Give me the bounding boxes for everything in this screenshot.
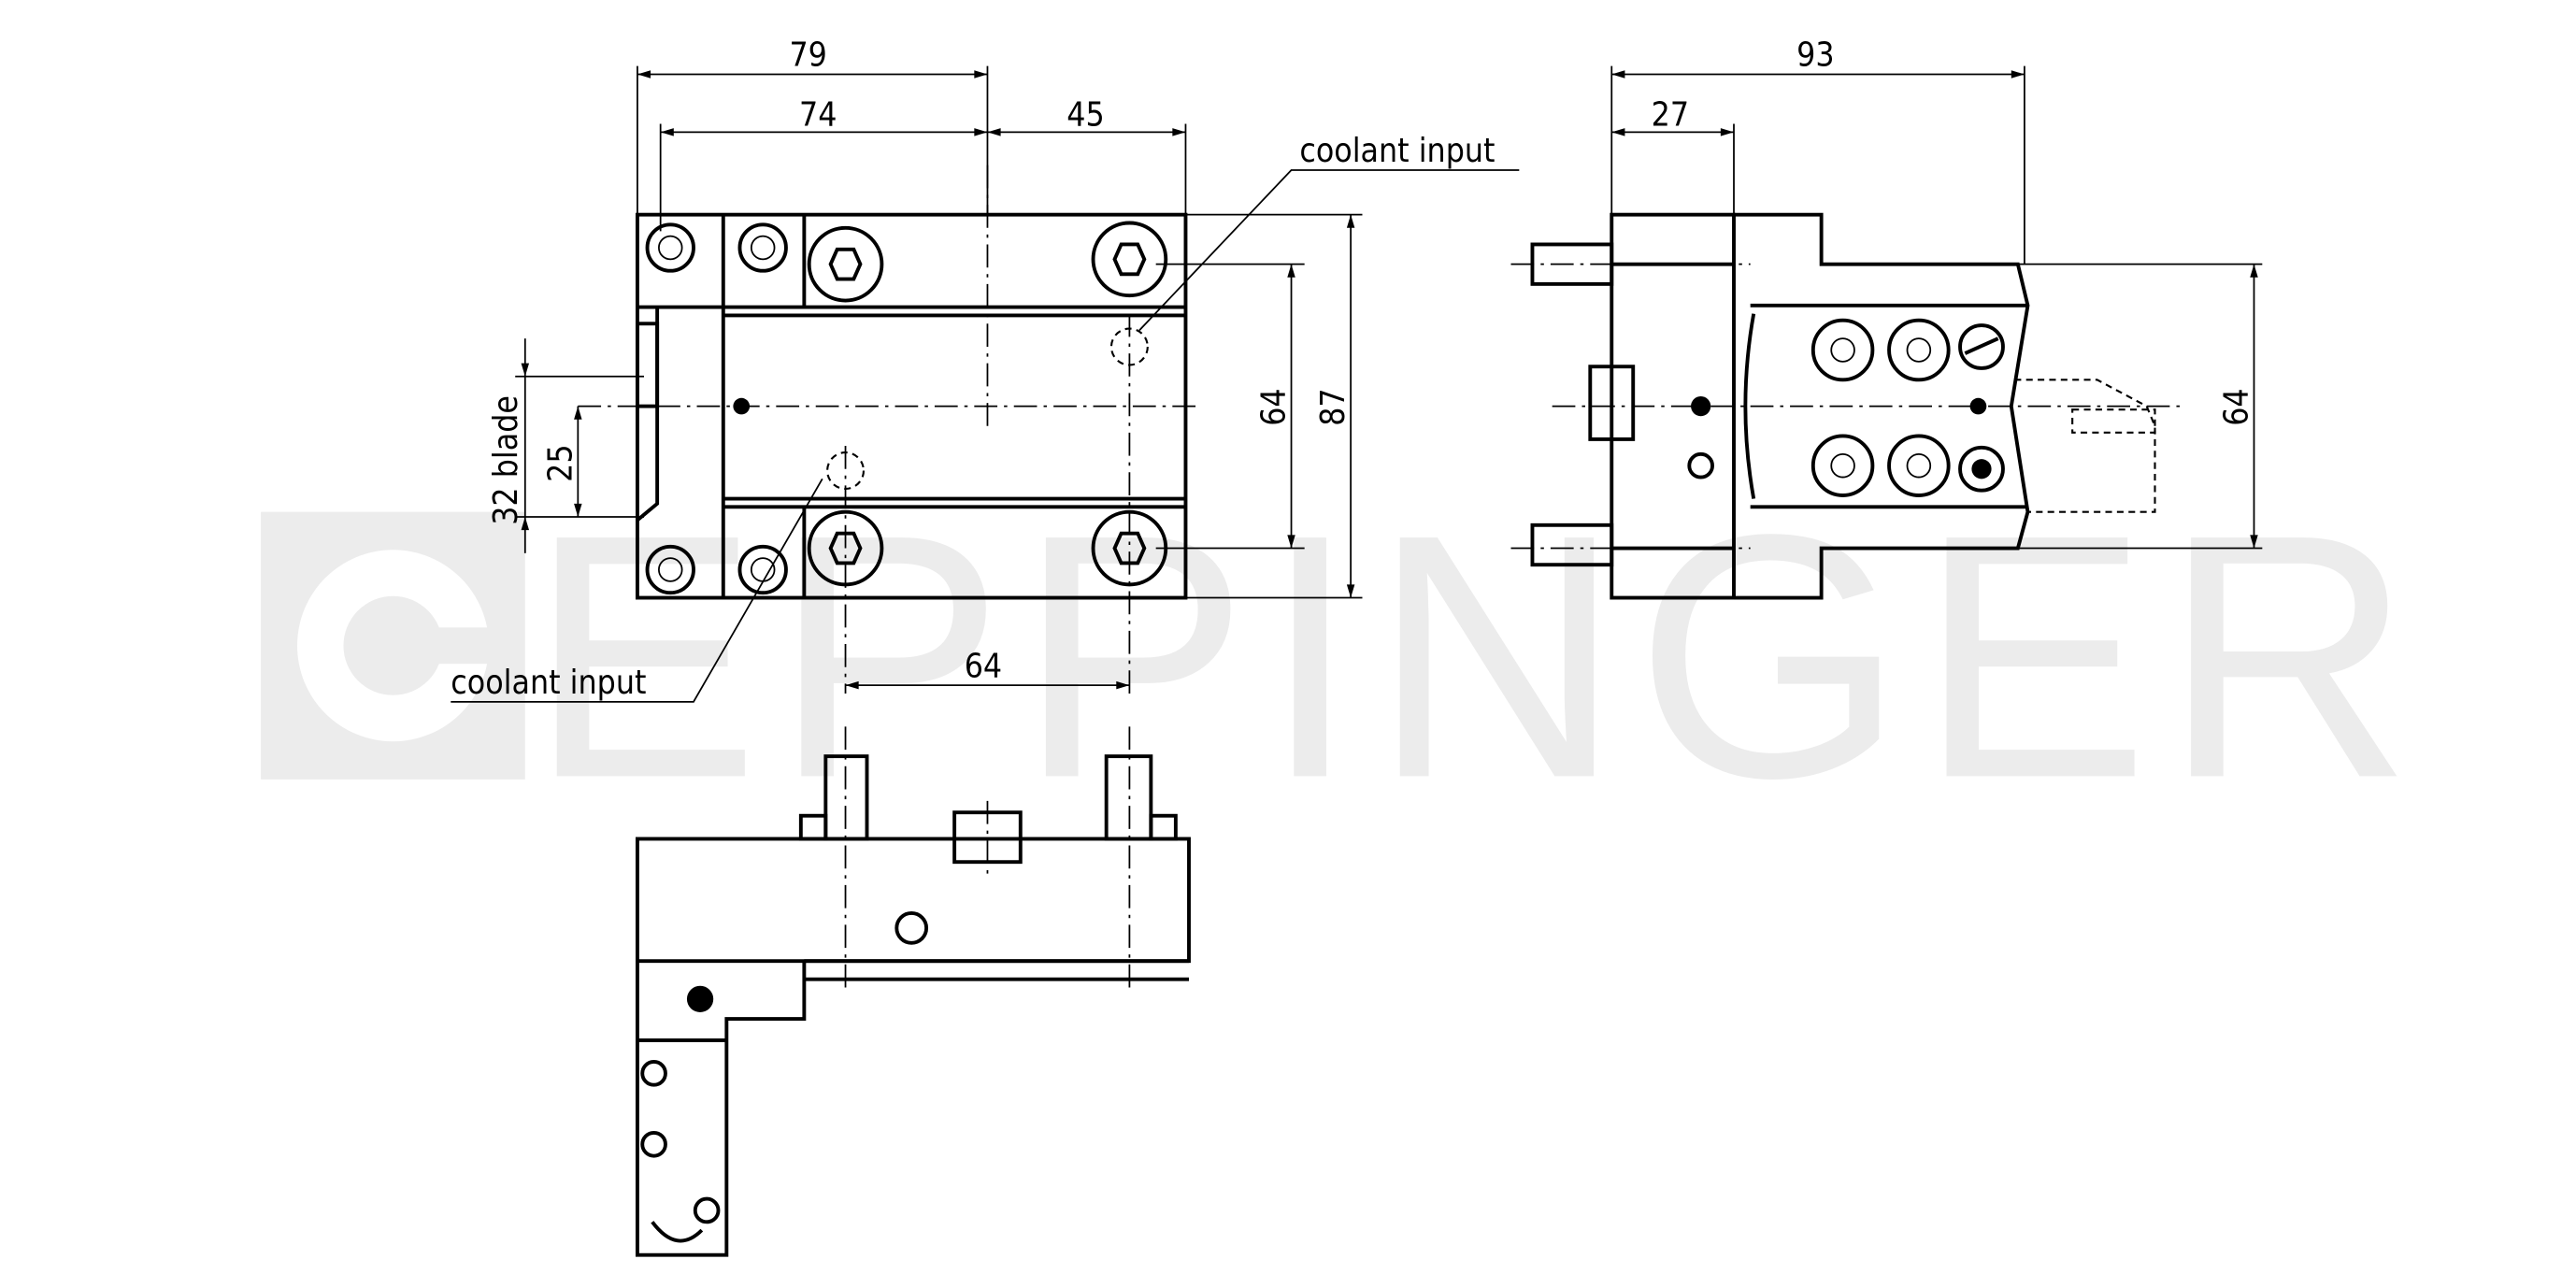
side-bolts xyxy=(1687,318,2005,497)
top-view xyxy=(635,726,1191,1257)
dim-93: 93 xyxy=(1796,36,1834,75)
dim-74: 74 xyxy=(799,95,837,134)
front-view: 79 74 45 64 87 64 32 blade 25 coolant in… xyxy=(451,36,1520,703)
dim-79: 79 xyxy=(789,36,826,75)
dim-45: 45 xyxy=(1066,95,1104,134)
dim-25: 25 xyxy=(541,444,580,481)
coolant-input-note-top: coolant input xyxy=(1299,132,1495,170)
watermark-text: EPPINGER xyxy=(528,462,2426,850)
dim-87: 87 xyxy=(1314,388,1352,425)
coolant-input-note-bottom: coolant input xyxy=(451,664,646,702)
dim-64-horizontal: 64 xyxy=(965,647,1002,685)
dim-64-side: 64 xyxy=(2217,388,2255,425)
dim-64-vertical: 64 xyxy=(1254,388,1293,425)
eppinger-watermark: EPPINGER xyxy=(261,462,2426,850)
dim-27: 27 xyxy=(1652,95,1689,134)
dim-32-blade: 32 blade xyxy=(487,395,525,525)
side-view: 93 27 64 xyxy=(1510,36,2263,600)
